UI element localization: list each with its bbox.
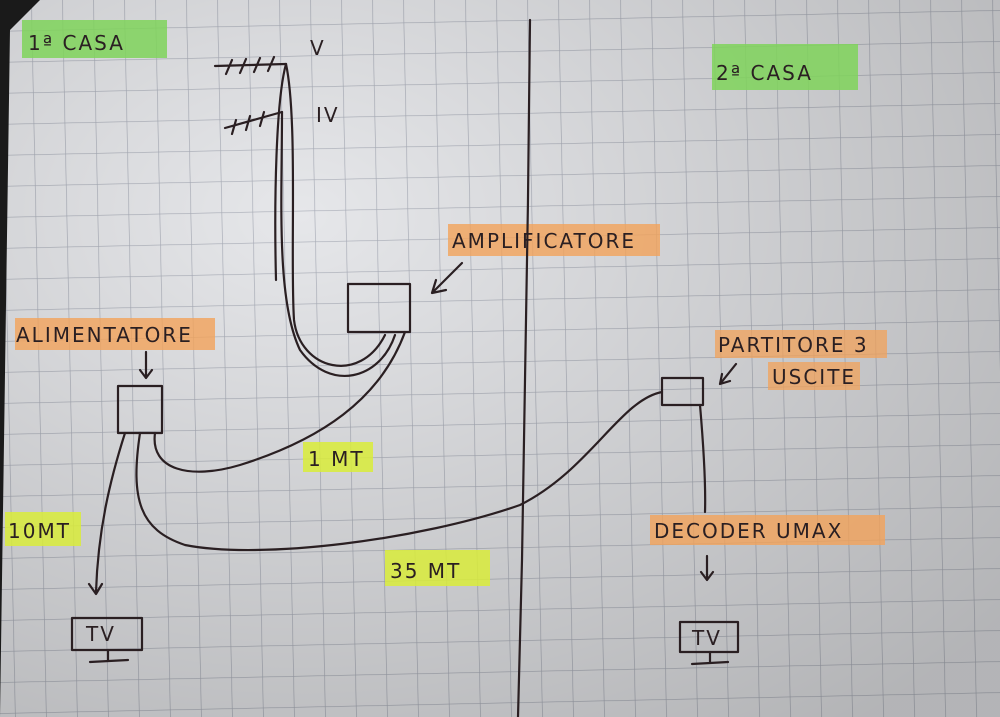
antenna-v-cable bbox=[284, 62, 387, 367]
highlight-35mt bbox=[385, 550, 490, 586]
power-supply-label: ALIMENTATORE bbox=[16, 323, 193, 347]
cable-1mt bbox=[153, 330, 407, 473]
cable-35mt bbox=[135, 390, 664, 552]
mast-cable bbox=[274, 62, 288, 282]
highlight-first-house bbox=[22, 20, 167, 58]
antenna-v-icon bbox=[213, 55, 288, 76]
amplifier-label: AMPLIFICATORE bbox=[452, 229, 636, 253]
antenna-iv-icon bbox=[223, 110, 284, 136]
cable-10mt-label: 10MT bbox=[8, 519, 71, 543]
highlight-decoder bbox=[650, 515, 885, 545]
antenna-iv-label: IV bbox=[316, 103, 340, 127]
antenna-iv-cable bbox=[280, 110, 397, 377]
splitter-arrow-icon bbox=[718, 362, 738, 386]
highlight-amplifier bbox=[448, 224, 660, 256]
house-divider-line bbox=[516, 18, 532, 717]
cable-10mt bbox=[87, 431, 127, 596]
splitter-label-line1: PARTITORE 3 bbox=[718, 333, 869, 357]
splitter-to-decoder-cable bbox=[698, 403, 707, 514]
highlight-second-house bbox=[712, 44, 858, 90]
highlight-1mt bbox=[303, 442, 373, 472]
splitter-box bbox=[660, 376, 705, 407]
cable-1mt-label: 1 MT bbox=[308, 447, 365, 471]
tv1-icon bbox=[70, 616, 144, 664]
antenna-v-label: V bbox=[310, 36, 326, 60]
highlight-splitter-1 bbox=[715, 330, 887, 358]
amplifier-box bbox=[346, 282, 412, 334]
decoder-arrow-icon bbox=[699, 554, 715, 582]
decoder-label: DECODER UMAX bbox=[654, 519, 843, 543]
splitter-label-line2: USCITE bbox=[772, 365, 856, 389]
tv1-label: TV bbox=[85, 622, 116, 646]
amplifier-arrow-icon bbox=[430, 261, 464, 295]
cable-35mt-label: 35 MT bbox=[390, 559, 461, 583]
first-house-label: 1ª CASA bbox=[28, 31, 125, 55]
power-supply-arrow-icon bbox=[138, 350, 154, 380]
second-house-label: 2ª CASA bbox=[716, 61, 813, 85]
tv2-icon bbox=[678, 620, 740, 666]
highlight-splitter-2 bbox=[768, 362, 860, 390]
highlight-10mt bbox=[5, 512, 81, 546]
tv2-label: TV bbox=[691, 626, 722, 650]
highlight-power-supply bbox=[15, 318, 215, 350]
